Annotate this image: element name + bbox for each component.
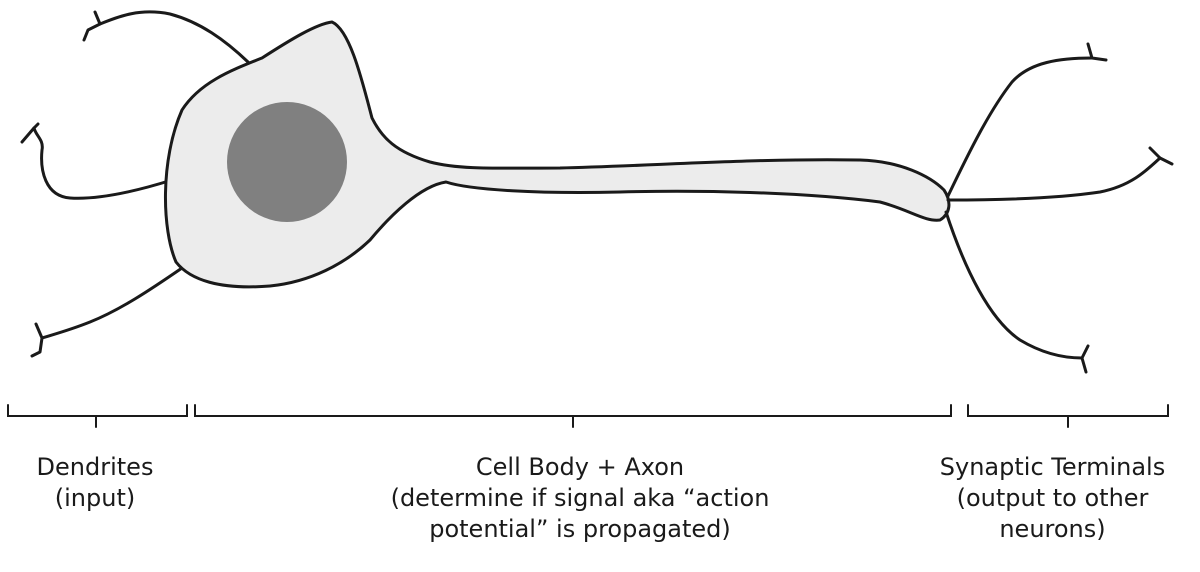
nucleus [227,102,347,222]
dendrites [20,10,250,358]
dendrite-top [98,10,250,64]
terminal-bottom [944,210,1084,360]
terminal-top [946,56,1094,198]
synaptic-terminals-title: Synaptic Terminals [939,453,1166,481]
terminal-middle-tip [1148,146,1174,166]
dendrite-bottom [40,266,184,340]
synaptic-terminals-line-2: (output to other [956,484,1149,512]
dendrite-top-tip [82,10,102,42]
terminal-bottom-tip [1080,344,1090,374]
dendrites-label: Dendrites (input) [0,452,190,514]
dendrite-middle-tip [20,122,40,144]
dendrites-subtitle: (input) [54,484,136,512]
dendrites-title: Dendrites [36,453,154,481]
cell-body-line-3: potential” is propagated) [429,515,731,543]
synaptic-terminals-label: Synaptic Terminals (output to other neur… [905,452,1200,545]
cell-body-label: Cell Body + Axon (determine if signal ak… [300,452,860,545]
bracket-dendrites [7,404,188,428]
dendrite-middle [32,126,174,200]
terminal-top-tip [1086,42,1108,62]
cell-body-line-2: (determine if signal aka “action [390,484,770,512]
bracket-synaptic-terminals [967,404,1169,428]
terminal-middle [946,156,1162,202]
dendrite-bottom-tip [30,322,44,358]
cell-body-and-axon [163,20,951,289]
cell-body-title: Cell Body + Axon [475,453,685,481]
bracket-cell-body [194,404,952,428]
synaptic-terminals-line-3: neurons) [999,515,1106,543]
synaptic-terminals [944,42,1174,374]
